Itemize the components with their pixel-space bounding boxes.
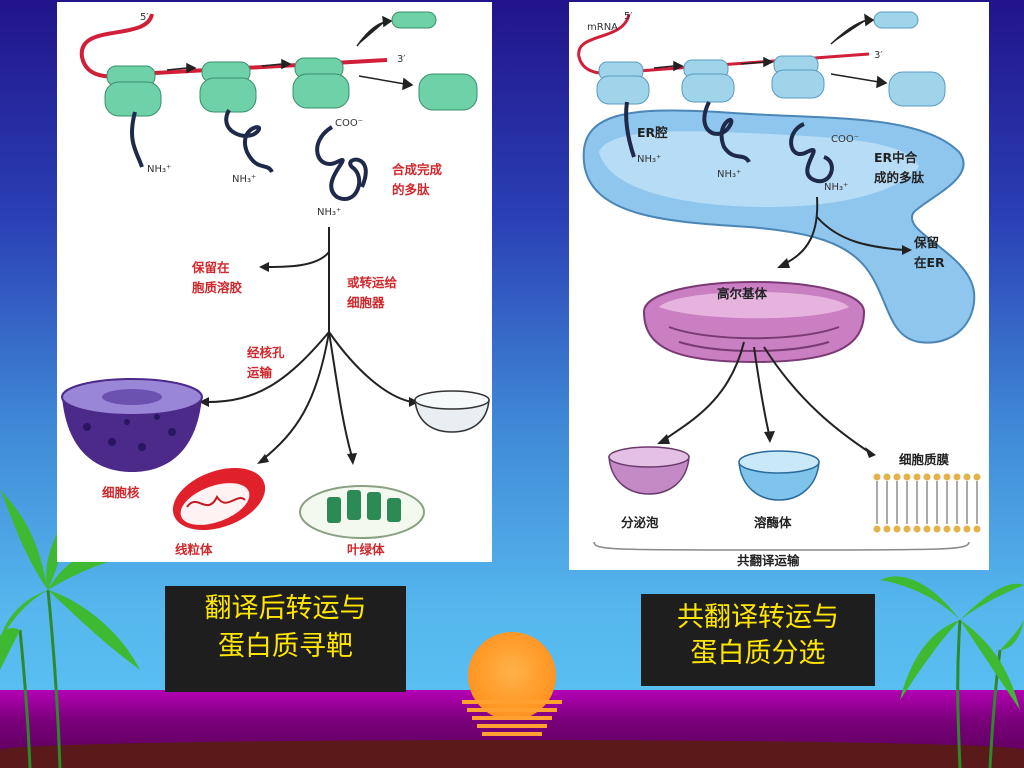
lysosome-label: 溶酶体 — [754, 515, 792, 530]
ribosome-large-subunit — [199, 77, 257, 113]
released-subunit — [391, 11, 437, 29]
cotranslational-label: 共翻译运输 — [737, 553, 800, 568]
chloroplast-label: 叶绿体 — [347, 542, 385, 557]
mitochondria-label: 线粒体 — [175, 542, 213, 557]
five-prime-label: 5′ — [140, 12, 149, 23]
sun-reflection — [467, 708, 557, 712]
mrna-label: mRNA — [587, 22, 618, 33]
three-prime-label: 3′ — [397, 54, 406, 65]
er-inner-highlight — [599, 131, 919, 207]
nh3-label: NH₃⁺ — [717, 169, 741, 180]
sun-reflection — [482, 732, 542, 736]
coo-label: COO⁻ — [831, 134, 859, 145]
right-diagram-svg: 5′ mRNA 3′ ER腔 NH₃⁺ NH₃⁺ NH₃⁺ — [577, 11, 981, 568]
released-subunit — [418, 73, 478, 111]
caption-line: 蛋白质分选 — [690, 638, 826, 669]
post-translational-diagram: 5′ 3′ NH₃⁺ NH₃⁺ NH₃⁺ COO⁻ — [57, 2, 492, 562]
er-polypeptide-label: 成的多肽 — [874, 170, 925, 185]
secretory-vesicle-icon — [608, 446, 690, 495]
chloroplast-icon — [299, 485, 425, 539]
synthesis-complete-label: 的多肽 — [392, 182, 430, 197]
caption-line: 共翻译转运与 — [677, 602, 839, 633]
sun-reflection — [472, 716, 552, 720]
lysosome-icon — [738, 450, 820, 501]
er-lumen-label: ER腔 — [637, 125, 668, 140]
three-prime-label: 3′ — [874, 50, 883, 61]
five-prime-label: 5′ — [624, 11, 633, 22]
peroxisome-icon — [414, 390, 490, 433]
folded-polypeptide — [315, 125, 368, 201]
retain-cytosol-label: 胞质溶胶 — [192, 280, 243, 295]
sun-icon — [468, 632, 556, 720]
secretory-vesicle-label: 分泌泡 — [621, 515, 659, 530]
transport-organelle-label: 细胞器 — [347, 295, 385, 310]
nuclear-pore-label: 运输 — [247, 365, 273, 380]
polypeptide-chain — [224, 109, 274, 174]
nucleus-icon — [61, 378, 203, 472]
sun-reflection — [462, 700, 562, 704]
nh3-label: NH₃⁺ — [147, 164, 171, 175]
nh3-label: NH₃⁺ — [232, 174, 256, 185]
plasma-membrane-icon — [873, 473, 981, 533]
nucleus-label: 细胞核 — [102, 485, 140, 500]
ground — [0, 740, 1024, 768]
caption-line: 翻译后转运与 — [204, 593, 367, 624]
golgi-apparatus-icon — [642, 281, 866, 364]
synthesis-complete-label: 合成完成 — [392, 162, 443, 177]
retain-cytosol-label: 保留在 — [191, 260, 230, 275]
left-diagram-svg: 5′ 3′ NH₃⁺ NH₃⁺ NH₃⁺ COO⁻ — [61, 11, 490, 557]
bracket — [593, 541, 970, 551]
ribosome-large-subunit — [104, 81, 162, 117]
caption-post-translational: 翻译后转运与 蛋白质寻靶 — [165, 586, 406, 692]
caption-co-translational: 共翻译转运与 蛋白质分选 — [641, 594, 875, 686]
co-translational-diagram: 5′ mRNA 3′ ER腔 NH₃⁺ NH₃⁺ NH₃⁺ — [569, 2, 989, 570]
nh3-label: NH₃⁺ — [824, 182, 848, 193]
transport-organelle-label: 或转运给 — [347, 275, 398, 290]
palm-tree-right-icon — [880, 576, 1024, 768]
retain-er-label: 在ER — [914, 255, 945, 270]
mitochondria-icon — [172, 467, 266, 531]
retain-er-label: 保留 — [913, 235, 939, 250]
coo-label: COO⁻ — [335, 118, 363, 129]
plasma-membrane-label: 细胞质膜 — [899, 452, 950, 467]
er-polypeptide-label: ER中合 — [874, 150, 918, 165]
sun-reflection — [477, 724, 547, 728]
nuclear-pore-label: 经核孔 — [247, 345, 285, 360]
ribosome-large-subunit — [292, 73, 350, 109]
nh3-label: NH₃⁺ — [317, 207, 341, 218]
polypeptide-chain — [130, 111, 144, 168]
nh3-label: NH₃⁺ — [637, 154, 661, 165]
golgi-label: 高尔基体 — [717, 286, 768, 301]
caption-line: 蛋白质寻靶 — [218, 631, 353, 662]
